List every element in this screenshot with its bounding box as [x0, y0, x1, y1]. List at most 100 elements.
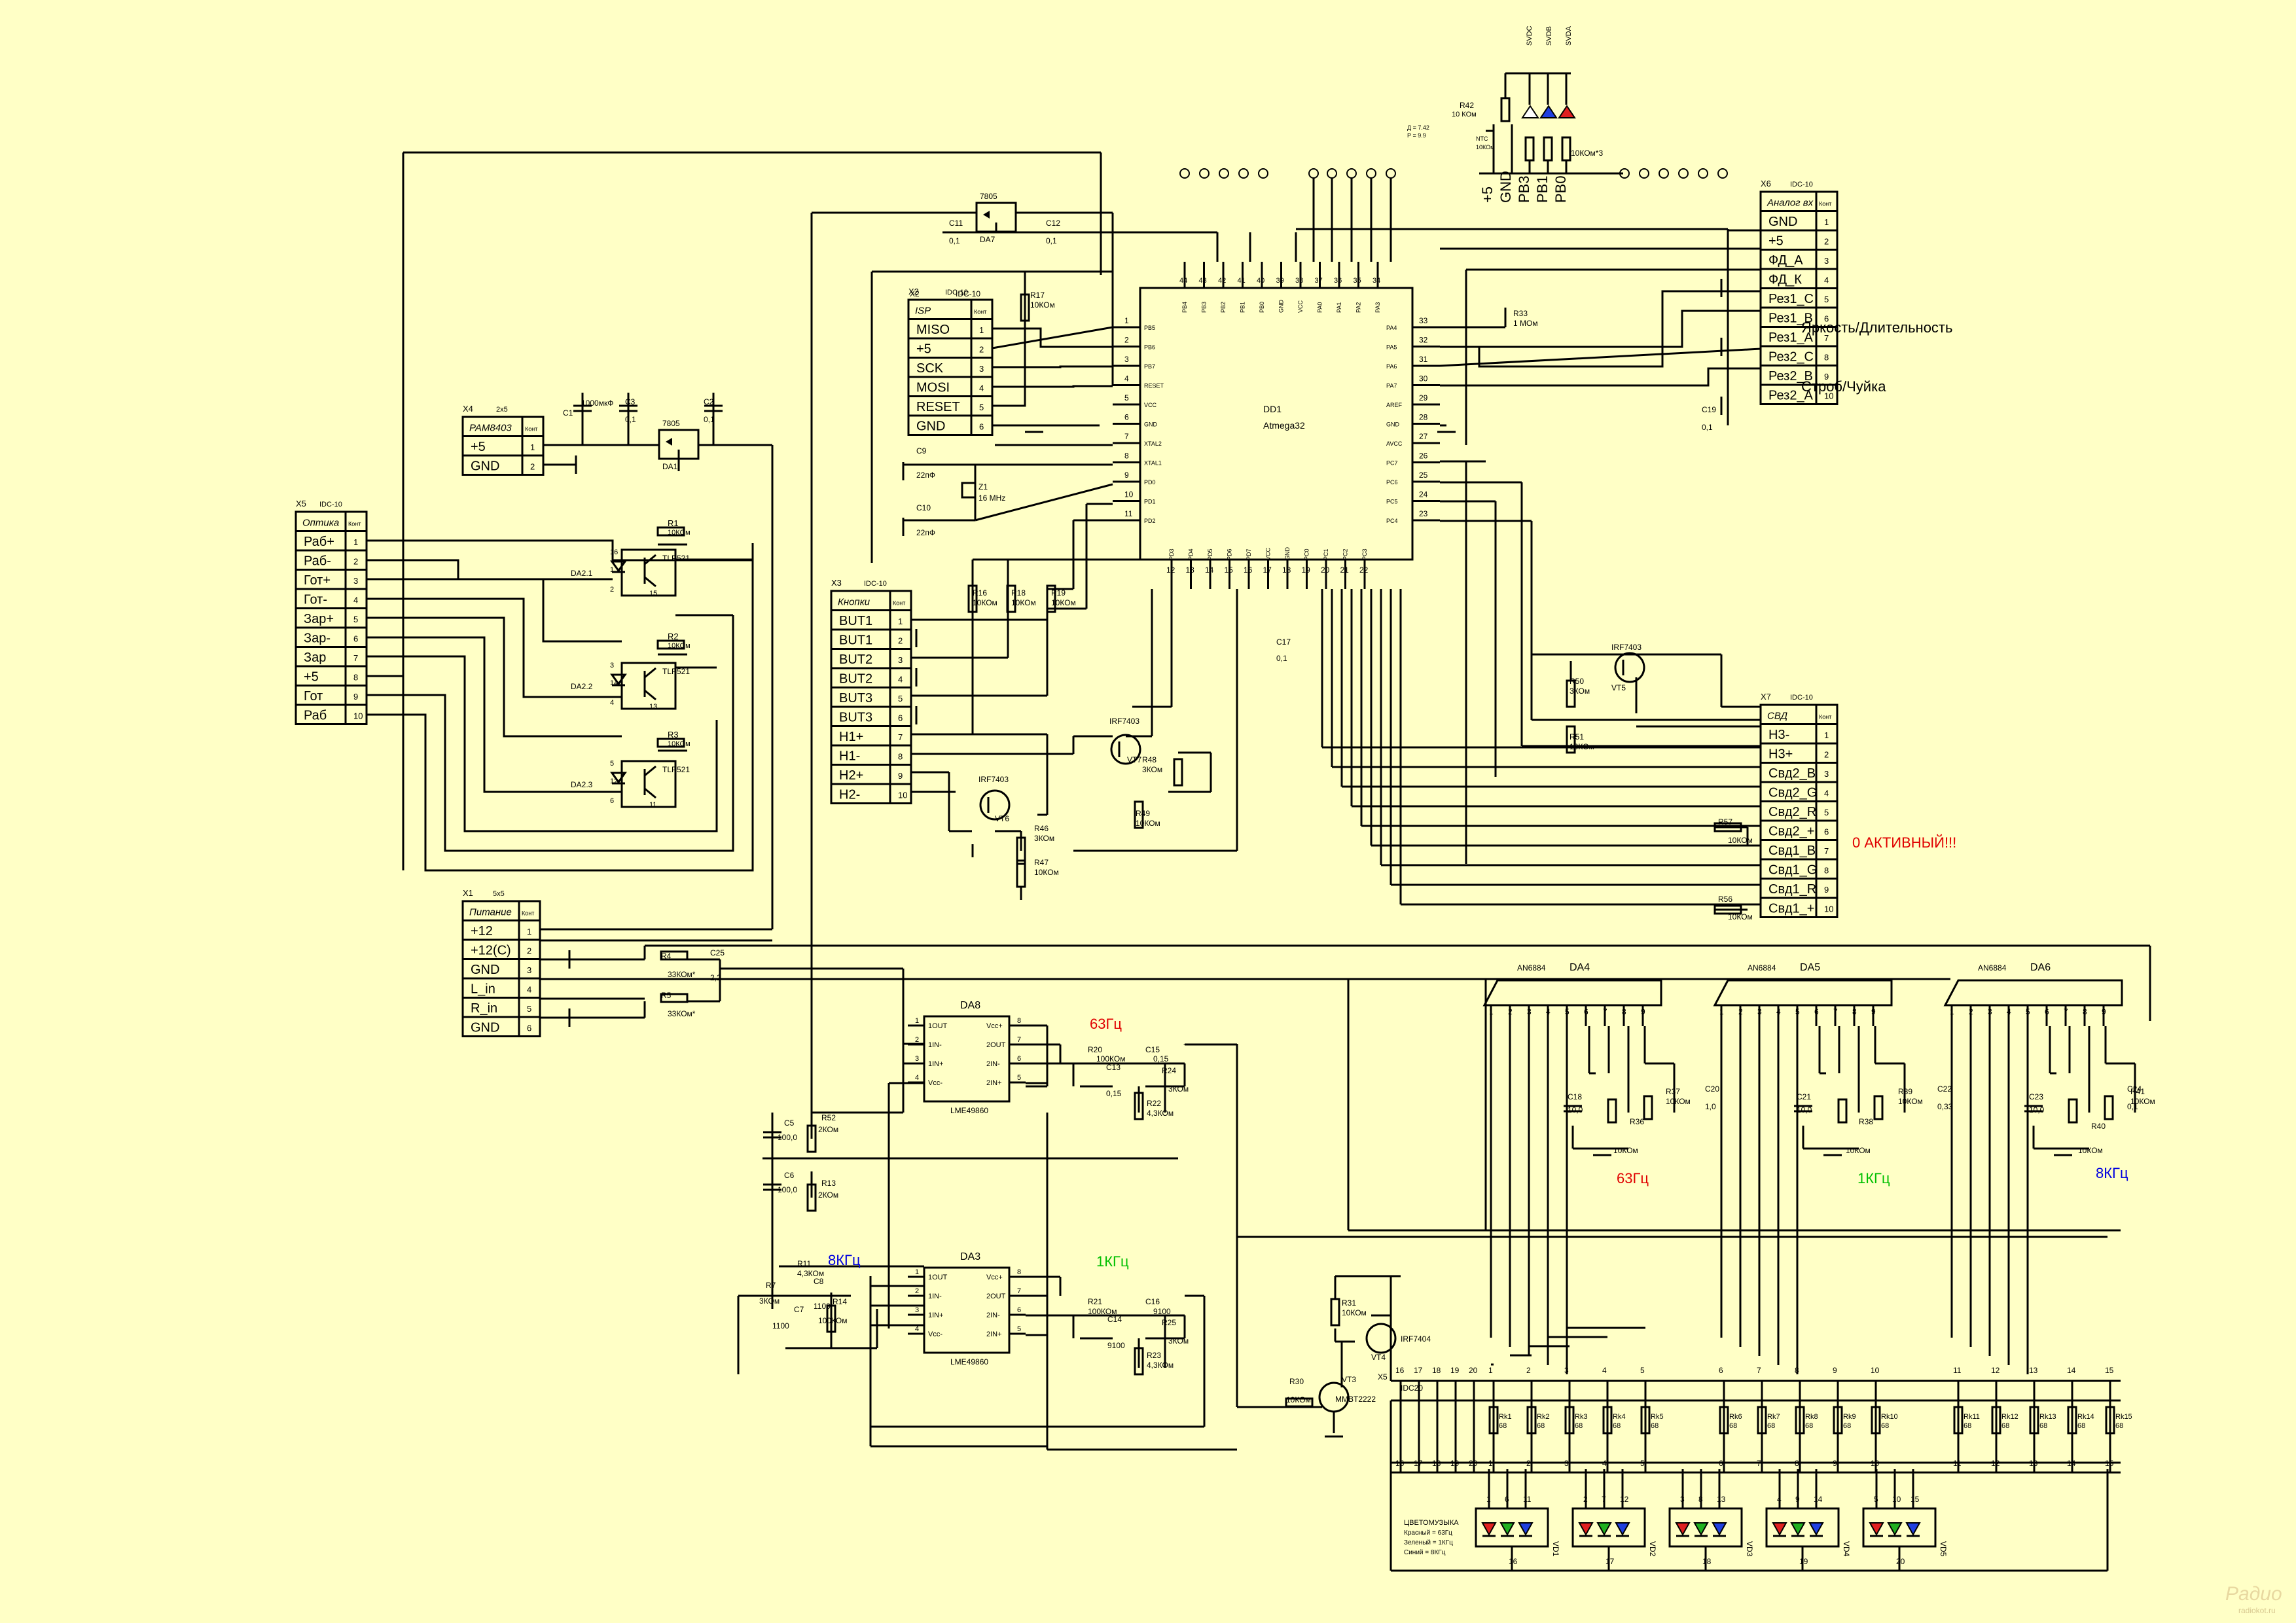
wire	[644, 667, 656, 679]
mcu-pin-number: 42	[1218, 277, 1226, 285]
part-annotation: R30	[1289, 1377, 1304, 1386]
opamp-1: DA3LME498601OUT11IN-21IN+3Vcc-4Vcc+82OUT…	[908, 1251, 1026, 1366]
connector-pin-number-x3: 7	[898, 732, 903, 742]
wire	[992, 272, 1026, 407]
connector-type-x2: IDC-10	[945, 289, 968, 296]
part-annotation: C19	[1702, 405, 1716, 414]
mcu-pin-name: PC3	[1361, 548, 1368, 560]
rk-ref: Rk4	[1613, 1413, 1626, 1421]
bus-bottom-pin: 15	[2105, 1459, 2114, 1468]
wire	[367, 655, 718, 832]
opamp-pin-number: 6	[1017, 1306, 1021, 1314]
opamp-pin-number: 7	[1017, 1287, 1021, 1295]
part-annotation: 22пФ	[916, 528, 935, 537]
mcu-pin-name: PA4	[1386, 325, 1397, 331]
top-led-label: SVDB	[1545, 26, 1553, 46]
connector-pin-number-x3: 10	[898, 791, 907, 800]
test-point	[1366, 168, 1376, 179]
wire	[1440, 367, 1761, 387]
optocoupler-part: TLP521	[662, 554, 690, 563]
mcu-pin-number: 34	[1372, 277, 1380, 285]
part-annotation: 1,0	[1705, 1102, 1716, 1111]
part-annotation: 1000мкФ	[581, 399, 613, 408]
test-point	[1346, 168, 1357, 179]
bus-top-pin: 17	[1414, 1366, 1423, 1375]
part-annotation: C11	[949, 219, 963, 228]
mcu-pin-number: 7	[1124, 432, 1129, 441]
part-annotation: 0,1	[2127, 1102, 2138, 1111]
connector-pin-number-x5: 7	[353, 653, 358, 663]
rgb-led-common-pin: 18	[1702, 1557, 1712, 1566]
mcu-pin-number: 19	[1302, 565, 1311, 575]
rgb-led-common-pin: 17	[1605, 1557, 1615, 1566]
rgb-led-ref: VD4	[1842, 1541, 1851, 1557]
bus-bottom-pin: 3	[1564, 1459, 1569, 1468]
rgb-res-value: 10КОм*3	[1571, 149, 1603, 158]
mcu-pin-number: 22	[1359, 565, 1369, 575]
part-annotation: C17	[1276, 637, 1291, 647]
part-annotation: 10,0	[1568, 1105, 1583, 1115]
part-annotation: 0,1	[625, 415, 636, 424]
part-annotation: 100КОм	[1088, 1307, 1117, 1316]
part-annotation: 1100	[814, 1302, 831, 1311]
connector-pin-label-x2: MISO	[916, 323, 950, 337]
connector-title-x3: Кнопки	[838, 597, 870, 608]
connector-pin-number-x5: 9	[353, 692, 358, 702]
optocoupler-res: R1	[668, 518, 679, 528]
part-annotation: 4,3КОм	[797, 1269, 824, 1278]
bus-bottom-pin: 13	[2029, 1459, 2038, 1468]
wire	[367, 597, 622, 698]
rgb-led-ref: VD5	[1939, 1541, 1948, 1557]
part-annotation: C2	[704, 397, 714, 406]
connector-pin-number-x7: 10	[1824, 904, 1833, 914]
test-point	[1179, 168, 1190, 179]
freq-8k-label-bottom: 8КГц	[2096, 1165, 2128, 1181]
connector-pin-label-x1: GND	[471, 963, 499, 977]
connector-pin-number-x6: 7	[1824, 333, 1829, 343]
connector-pin-label-x6: Рез1_А	[1768, 330, 1814, 345]
connector-pin-label-x6: Рез2_С	[1768, 350, 1814, 365]
mcu-pin-name: PC7	[1386, 460, 1398, 467]
part-annotation: 2КОм	[818, 1125, 838, 1134]
connector-pin-number-x3: 8	[898, 752, 903, 762]
led-glyph	[610, 673, 627, 686]
part-annotation: R33	[1513, 309, 1528, 318]
part-annotation: C7	[794, 1305, 804, 1314]
mcu-pin-name: PD5	[1207, 548, 1213, 560]
connector-pin-number-x6: 10	[1824, 391, 1833, 401]
opamp-pin-name: Vcc-	[928, 1079, 942, 1087]
opamp-pin-number: 1	[915, 1017, 919, 1025]
legend-line-4: Синий = 8КГц	[1404, 1549, 1446, 1556]
part-annotation: 10КОм	[1898, 1097, 1923, 1106]
bus-top-pin: 2	[1526, 1366, 1531, 1375]
resistor-body	[1607, 1098, 1617, 1124]
rk-value: 68	[2039, 1422, 2047, 1430]
connector-body-x7	[1759, 704, 1839, 918]
mcu-pin-number: 43	[1199, 277, 1207, 285]
wire	[644, 576, 656, 588]
mcu-pin-name: PD3	[1168, 548, 1175, 560]
rgb-led-glyph	[1905, 1522, 1921, 1537]
mcu-pin-name: PD7	[1246, 548, 1252, 560]
wires	[367, 72, 2151, 1572]
part-annotation: C9	[916, 446, 927, 455]
connector-pin-number-x6: 3	[1824, 256, 1829, 266]
resistor-body	[1330, 1298, 1340, 1327]
part-annotation: IDC-10	[956, 289, 980, 298]
resistor-body	[656, 526, 685, 537]
part-annotation: 9100	[1153, 1307, 1171, 1316]
connector-pin-number-x7: 8	[1824, 866, 1829, 876]
mcu-pin-name: PD4	[1188, 548, 1194, 560]
connector-pin-label-x2: SCK	[916, 361, 944, 376]
connector-pin-number-x2: 4	[979, 383, 984, 393]
resistor-body	[660, 993, 689, 1003]
rgb-led-glyph	[1772, 1522, 1787, 1537]
bus-bottom-pin: 1	[1488, 1459, 1493, 1468]
connector-type-x4: 2x5	[496, 406, 508, 414]
connector-pin-number-x5: 8	[353, 673, 358, 683]
connector-pin-label-x5: +5	[304, 670, 319, 685]
brightness-label: Яркость/Длительность	[1801, 319, 1952, 336]
connector-pin-number-x6: 6	[1824, 314, 1829, 324]
